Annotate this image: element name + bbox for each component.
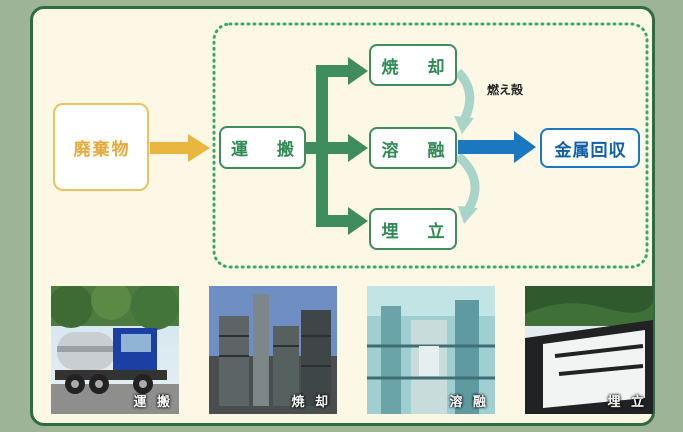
node-transport: 運 搬 — [219, 126, 306, 169]
ash-arrowhead-lower — [458, 206, 478, 224]
process-group-border — [212, 22, 649, 269]
ash-arrows — [454, 68, 480, 213]
node-metal-recovery: 金属回収 — [540, 128, 640, 168]
photo-incineration: 焼 却 — [209, 286, 337, 414]
photo-landfill: 埋 立 — [525, 286, 653, 414]
landfill-site-icon — [525, 286, 653, 414]
photo-caption: 埋 立 — [607, 395, 647, 410]
incineration-plant-icon — [209, 286, 337, 414]
photo-caption: 運 搬 — [133, 395, 173, 410]
transport-branch-arrows — [306, 57, 368, 235]
photo-caption: 焼 却 — [291, 395, 331, 410]
melt-to-metal-arrow — [458, 131, 536, 163]
node-landfill: 埋 立 — [369, 208, 457, 250]
ash-label: 燃え殻 — [487, 83, 524, 97]
node-waste: 廃棄物 — [53, 103, 149, 191]
melting-plant-icon — [367, 286, 495, 414]
photo-transport: 運 搬 — [51, 286, 179, 414]
waste-to-transport-arrow — [150, 134, 210, 162]
photo-caption: 溶 融 — [449, 395, 489, 410]
photo-melting: 溶 融 — [367, 286, 495, 414]
truck-icon — [51, 286, 179, 414]
ash-arrowhead-upper — [454, 116, 474, 134]
node-melt: 溶 融 — [369, 127, 457, 169]
node-incinerate: 焼 却 — [369, 44, 457, 86]
